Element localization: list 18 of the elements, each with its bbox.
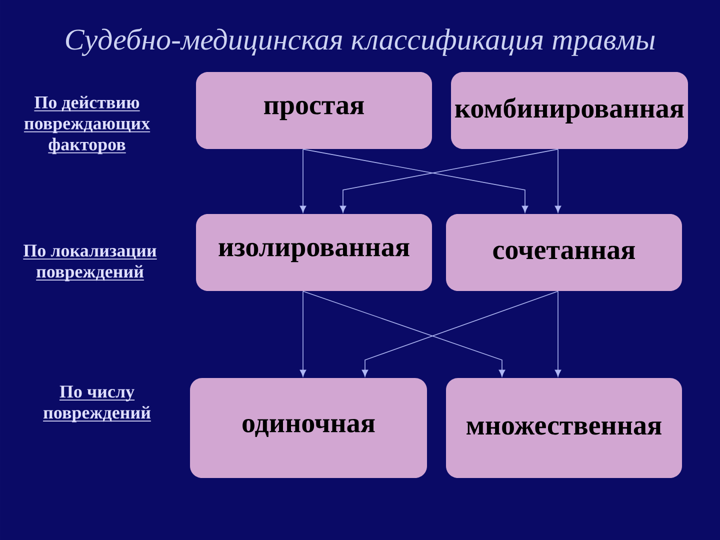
category-box: комбинированная xyxy=(451,72,688,149)
arrow xyxy=(302,148,528,213)
category-box: изолированная xyxy=(196,214,432,291)
category-box: простая xyxy=(196,72,432,149)
title: Судебно-медицинская классификация травмы xyxy=(66,28,655,56)
arrow xyxy=(300,290,306,377)
arrow xyxy=(554,148,562,213)
arrow xyxy=(362,290,558,377)
category-box: сочетанная xyxy=(446,214,682,291)
arrow xyxy=(554,290,562,377)
arrow xyxy=(302,290,506,377)
arrow xyxy=(340,148,558,213)
category-box: одиночная xyxy=(190,378,427,478)
category-label: По локализации повреждений xyxy=(22,244,158,282)
category-label: По числу повреждений xyxy=(42,386,152,422)
category-box: множественная xyxy=(446,378,682,478)
arrow xyxy=(300,148,306,213)
category-label: По действию повреждающих факторов xyxy=(24,96,151,154)
